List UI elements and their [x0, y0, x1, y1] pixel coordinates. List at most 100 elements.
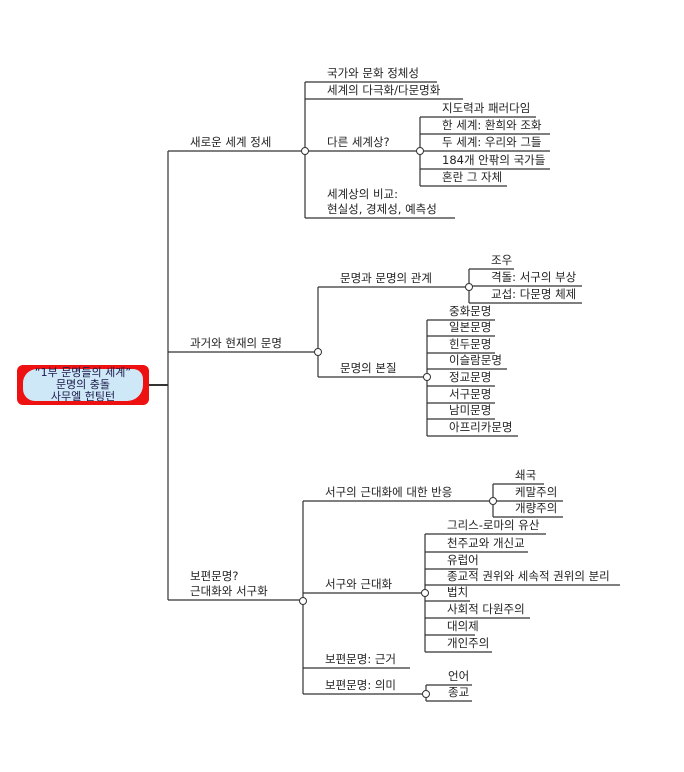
topic-branches-0-children-3[interactable]: 세계상의 비교:현실성, 경제성, 예측성: [327, 187, 437, 217]
topic-branches-2-children-3-children-0[interactable]: 언어: [448, 669, 469, 684]
root-title: “1부 문명들의 세계”: [34, 366, 132, 379]
topic-branches-1-children-0-children-0[interactable]: 조우: [491, 253, 512, 268]
topic-label-line2: 근대화와 서구화: [190, 584, 268, 598]
root-topic[interactable]: “1부 문명들의 세계” 문명의 충돌 사무엘 헌팅턴: [17, 365, 149, 405]
topic-branches-0-children-2-children-1[interactable]: 한 세계: 환희와 조화: [442, 118, 541, 133]
collapse-node-toggle[interactable]: [422, 690, 430, 698]
topic-branches-1-children-1-children-7[interactable]: 아프리카문명: [449, 420, 512, 435]
topic-branches-2-children-3[interactable]: 보편문명: 의미: [325, 678, 396, 693]
topic-label: 종교: [448, 685, 470, 699]
topic-label: 이슬람문명: [449, 353, 502, 367]
collapse-node-toggle[interactable]: [423, 373, 431, 381]
topic-label: 서구의 근대화에 대한 반응: [325, 485, 453, 499]
topic-branches-0-children-2-children-4[interactable]: 혼란 그 자체: [442, 170, 502, 185]
topic-branches-1-children-1[interactable]: 문명의 본질: [340, 361, 397, 376]
topic-label: 케말주의: [515, 485, 558, 499]
topic-branches-0-children-2[interactable]: 다른 세계상?: [327, 135, 390, 150]
topic-branches-2-children-1[interactable]: 서구와 근대화: [325, 577, 392, 592]
root-topic-text: “1부 문명들의 세계” 문명의 충돌 사무엘 헌팅턴: [17, 367, 149, 403]
topic-label: 힌두문명: [449, 337, 492, 351]
topic-branches-2-children-1-children-2[interactable]: 유럽어: [447, 553, 479, 568]
topic-label: 개량주의: [515, 501, 558, 515]
topic-branches-2-children-1-children-7[interactable]: 개인주의: [447, 636, 489, 651]
topic-branches-1[interactable]: 과거와 현재의 문명: [190, 336, 282, 351]
topic-branches-1-children-0[interactable]: 문명과 문명의 관계: [340, 271, 432, 286]
topic-branches-2-children-0[interactable]: 서구의 근대화에 대한 반응: [325, 485, 452, 500]
topic-label: 사회적 다원주의: [447, 602, 525, 616]
topic-branches-0-children-2-children-3[interactable]: 184개 안팎의 국가들: [442, 153, 545, 168]
topic-label: 서구와 근대화: [325, 577, 393, 591]
topic-branches-0-children-1[interactable]: 세계의 다극화/다문명화: [327, 83, 440, 98]
topic-label: 혼란 그 자체: [442, 170, 503, 184]
topic-label: 아프리카문명: [449, 420, 513, 434]
topic-label: 다른 세계상?: [327, 135, 390, 149]
topic-branches-1-children-1-children-1[interactable]: 일본문명: [449, 320, 491, 335]
topic-label: 두 세계: 우리와 그들: [442, 135, 542, 149]
topic-label: 지도력과 패러다임: [442, 101, 531, 115]
topic-branches-0-children-0[interactable]: 국가와 문화 정체성: [327, 66, 419, 81]
topic-branches-1-children-1-children-6[interactable]: 남미문명: [449, 403, 491, 418]
topic-label: 세계상의 비교:: [327, 187, 399, 201]
topic-label: 중화문명: [449, 304, 492, 318]
topic-branches-2-children-2[interactable]: 보편문명: 근거: [325, 652, 396, 667]
root-author: 사무엘 헌팅턴: [50, 390, 116, 403]
topic-branches-2-children-0-children-2[interactable]: 개량주의: [515, 501, 557, 516]
topic-branches-2-children-1-children-3[interactable]: 종교적 권위와 세속적 권위의 분리: [447, 569, 610, 584]
root-subtitle: 문명의 충돌: [55, 378, 111, 391]
topic-label: 격돌: 서구의 부상: [491, 270, 577, 284]
topic-label: 남미문명: [449, 403, 492, 417]
topic-branches-1-children-1-children-0[interactable]: 중화문명: [449, 304, 491, 319]
collapse-node-toggle[interactable]: [299, 597, 307, 605]
topic-label: 언어: [448, 669, 470, 683]
topic-label: 한 세계: 환희와 조화: [442, 118, 542, 132]
topic-branches-2[interactable]: 보편문명?근대화와 서구화: [190, 569, 268, 599]
collapse-node-toggle[interactable]: [465, 283, 473, 291]
topic-label-line2: 현실성, 경제성, 예측성: [327, 202, 437, 216]
topic-branches-2-children-1-children-0[interactable]: 그리스-로마의 유산: [447, 518, 539, 533]
topic-branches-2-children-3-children-1[interactable]: 종교: [448, 685, 469, 700]
topic-branches-2-children-1-children-4[interactable]: 법치: [447, 585, 468, 600]
topic-label: 법치: [447, 585, 469, 599]
topic-branches-0[interactable]: 새로운 세계 정세: [190, 135, 271, 150]
topic-branches-0-children-2-children-2[interactable]: 두 세계: 우리와 그들: [442, 135, 541, 150]
topic-branches-1-children-0-children-1[interactable]: 격돌: 서구의 부상: [491, 270, 576, 285]
topic-label: 보편문명: 의미: [325, 678, 397, 692]
topic-label: 문명의 본질: [340, 361, 397, 375]
topic-label: 서구문명: [449, 387, 492, 401]
collapse-node-toggle[interactable]: [301, 147, 309, 155]
topic-branches-2-children-1-children-1[interactable]: 천주교와 개신교: [447, 536, 525, 551]
topic-label: 천주교와 개신교: [447, 536, 525, 550]
topic-branches-1-children-1-children-3[interactable]: 이슬람문명: [449, 353, 502, 368]
topic-label: 184개 안팎의 국가들: [442, 153, 546, 167]
topic-label: 세계의 다극화/다문명화: [327, 83, 441, 97]
topic-label: 조우: [491, 253, 513, 267]
collapse-node-toggle[interactable]: [314, 348, 322, 356]
topic-branches-2-children-1-children-5[interactable]: 사회적 다원주의: [447, 602, 525, 617]
topic-branches-1-children-1-children-5[interactable]: 서구문명: [449, 387, 491, 402]
collapse-node-toggle[interactable]: [421, 589, 429, 597]
topic-label: 일본문명: [449, 320, 492, 334]
topic-label: 국가와 문화 정체성: [327, 66, 419, 80]
topic-label: 정교문명: [449, 370, 492, 384]
topic-branches-1-children-1-children-4[interactable]: 정교문명: [449, 370, 491, 385]
collapse-node-toggle[interactable]: [416, 147, 424, 155]
topic-branches-2-children-1-children-6[interactable]: 대의제: [447, 619, 479, 634]
topic-label: 대의제: [447, 619, 479, 633]
topic-label: 종교적 권위와 세속적 권위의 분리: [447, 569, 610, 583]
topic-label: 개인주의: [447, 636, 490, 650]
topic-branches-1-children-1-children-2[interactable]: 힌두문명: [449, 337, 491, 352]
topic-label: 새로운 세계 정세: [190, 135, 272, 149]
root-cloud-shape: [23, 369, 143, 401]
topic-label: 보편문명?: [190, 569, 239, 583]
topic-label: 보편문명: 근거: [325, 652, 397, 666]
topic-label: 쇄국: [515, 468, 537, 482]
collapse-node-toggle[interactable]: [489, 497, 497, 505]
topic-branches-0-children-2-children-0[interactable]: 지도력과 패러다임: [442, 101, 530, 116]
topic-branches-2-children-0-children-1[interactable]: 케말주의: [515, 485, 557, 500]
topic-branches-1-children-0-children-2[interactable]: 교섭: 다문명 체제: [491, 287, 576, 302]
topic-branches-2-children-0-children-0[interactable]: 쇄국: [515, 468, 536, 483]
topic-label: 교섭: 다문명 체제: [491, 287, 577, 301]
topic-label: 유럽어: [447, 553, 479, 567]
topic-label: 그리스-로마의 유산: [447, 518, 540, 532]
